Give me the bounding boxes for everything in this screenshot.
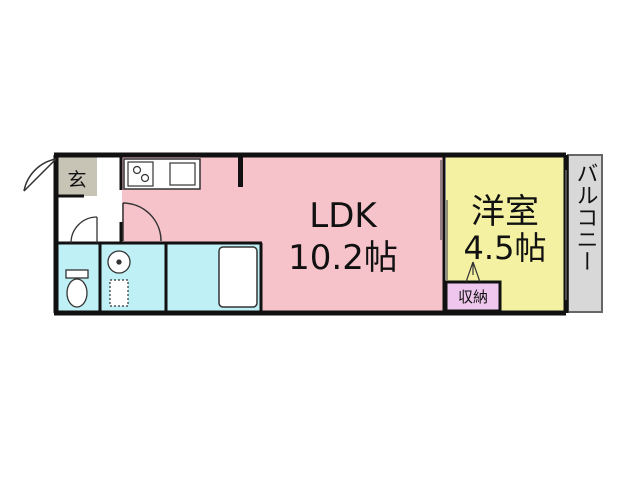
- bathtub-icon: [218, 246, 258, 308]
- western-room-name: 洋室: [471, 192, 539, 232]
- stove-burner-icon: [140, 173, 150, 183]
- interior-walls: [57, 157, 446, 311]
- sliding-door: [440, 160, 448, 280]
- genkan-label: 玄: [67, 169, 86, 191]
- toilet-icon: [65, 269, 89, 308]
- hall-door: [122, 202, 162, 242]
- stove-burner-icon: [132, 165, 142, 175]
- stove-frame: [127, 161, 154, 187]
- sink-icon: [169, 162, 196, 186]
- wall-stub: [238, 157, 243, 187]
- entrance-door: [23, 158, 57, 192]
- toilet-door: [70, 216, 98, 244]
- washer-pan-icon: [109, 279, 129, 307]
- genkan-area: [57, 157, 97, 196]
- storage-door: [465, 261, 481, 283]
- ldk-name: LDK: [309, 196, 378, 236]
- ldk-size: 10.2帖: [288, 238, 398, 278]
- western-room-size: 4.5帖: [464, 229, 547, 267]
- balcony-label: バルコニー: [573, 162, 598, 272]
- storage-label: 収納: [458, 288, 488, 306]
- wash-basin-icon: [107, 250, 131, 274]
